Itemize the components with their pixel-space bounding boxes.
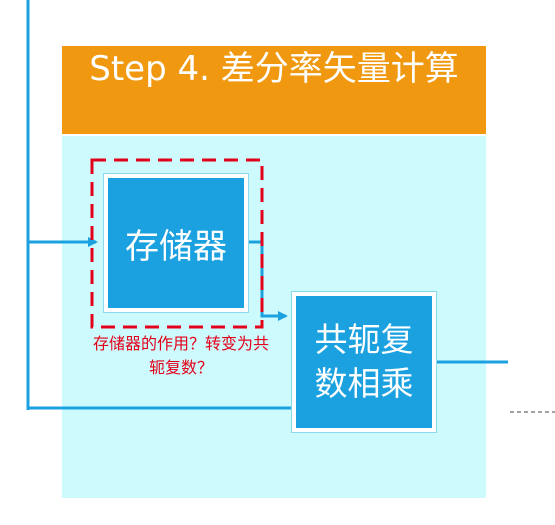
annotation-note-text: 存储器的作用？转变为共轭复数？ <box>92 334 269 377</box>
step-4-title: Step 4. 差分率矢量计算 <box>89 49 459 89</box>
conjugate-multiply-block[interactable]: 共轭复数相乘 <box>292 292 436 432</box>
conjugate-multiply-block-label: 共轭复数相乘 <box>314 320 414 403</box>
memory-block[interactable]: 存储器 <box>104 174 248 312</box>
step-4-header: Step 4. 差分率矢量计算 <box>62 46 486 134</box>
annotation-note: 存储器的作用？转变为共轭复数？ <box>92 332 270 380</box>
annotation-dashed-frame <box>90 158 264 329</box>
memory-block-label: 存储器 <box>125 226 227 267</box>
memory-to-multiply-arrow <box>248 240 288 321</box>
